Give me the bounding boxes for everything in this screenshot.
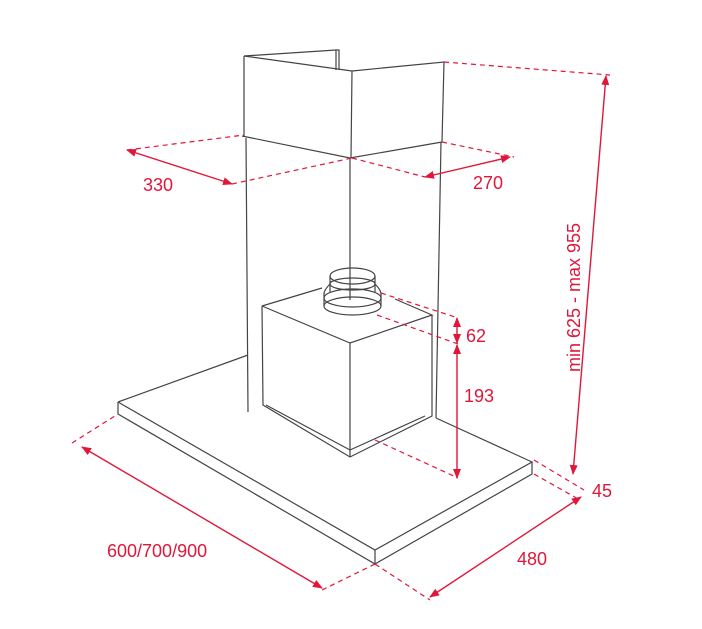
dimension-45 xyxy=(533,459,585,501)
label-62: 62 xyxy=(466,326,486,346)
motor-box xyxy=(261,287,434,458)
dimension-330 xyxy=(126,134,353,186)
label-45: 45 xyxy=(592,481,612,501)
duct-collar xyxy=(323,267,382,316)
label-480: 480 xyxy=(517,549,547,569)
dimension-600 xyxy=(71,413,376,591)
label-600-700-900: 600/700/900 xyxy=(107,541,207,561)
label-330: 330 xyxy=(143,175,173,195)
label-height-range: min 625 - max 955 xyxy=(564,223,584,372)
dimension-62-193 xyxy=(374,292,461,479)
dimension-480 xyxy=(374,496,582,601)
label-193: 193 xyxy=(464,386,494,406)
upper-chimney xyxy=(243,49,445,159)
label-270: 270 xyxy=(473,173,503,193)
dimension-270 xyxy=(351,141,515,179)
dimension-height xyxy=(443,61,611,475)
lower-chimney xyxy=(241,135,443,419)
